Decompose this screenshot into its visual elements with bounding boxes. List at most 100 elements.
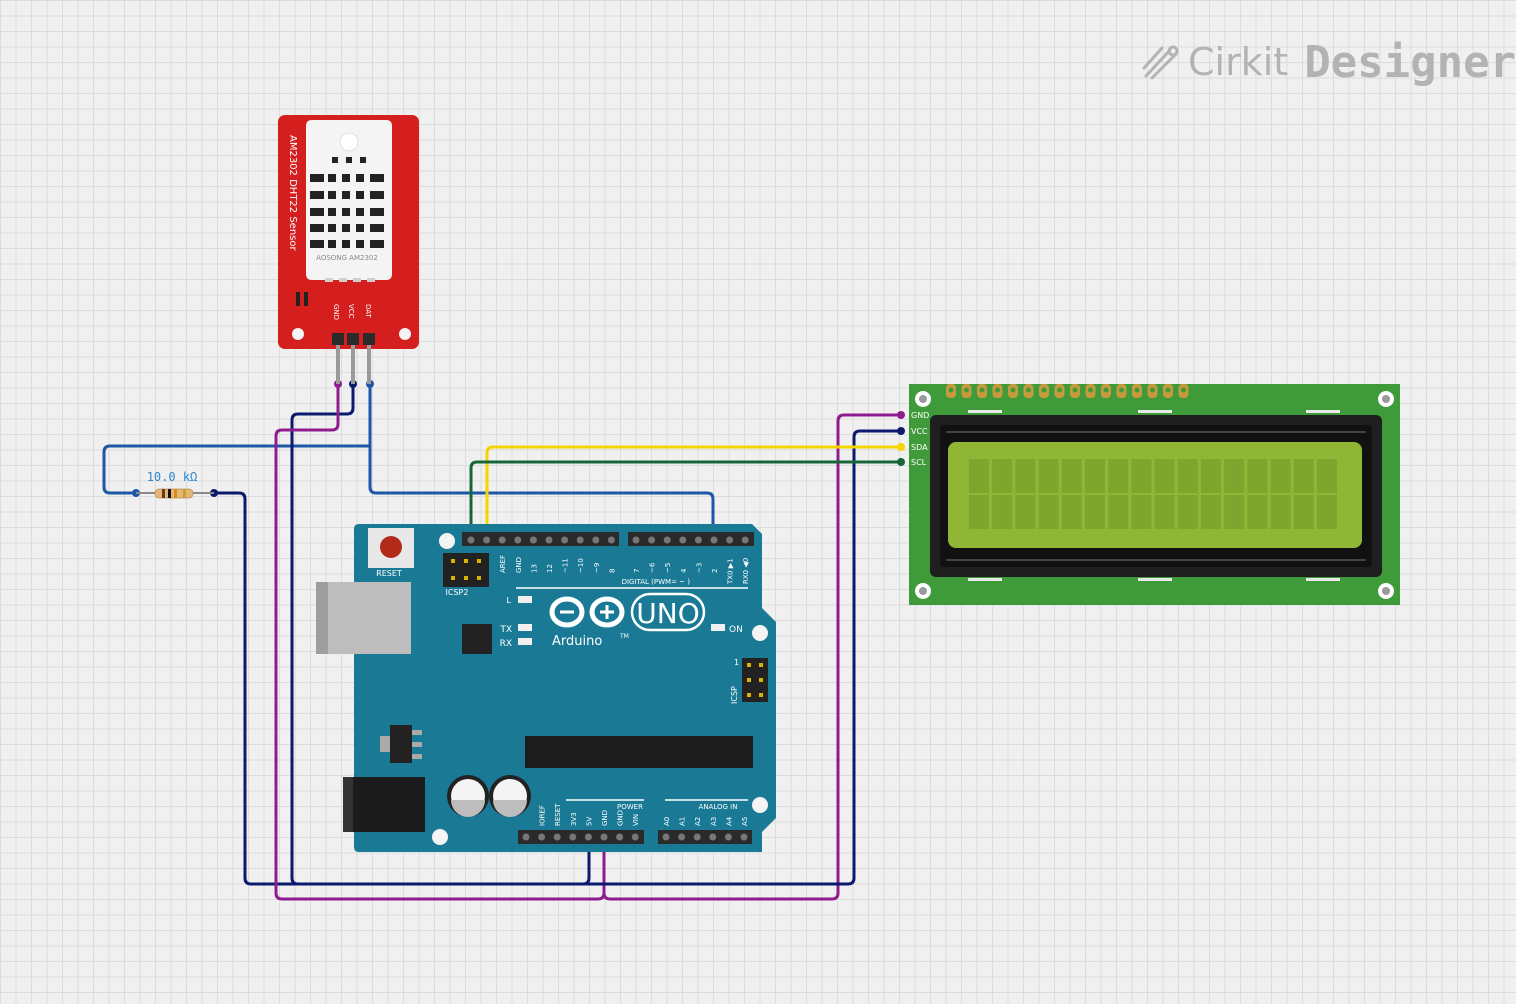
analog-pin-label: A2 <box>694 817 702 826</box>
lcd-cell <box>1108 495 1129 529</box>
power-pin-label: RESET <box>554 803 562 826</box>
wire-resistor-to-5v[interactable] <box>214 491 591 886</box>
digital-pin-label: AREF <box>499 555 507 573</box>
lcd-display[interactable]: GND VCC SDA SCL <box>909 384 1400 605</box>
lcd-cell <box>1270 495 1291 529</box>
header-pin[interactable] <box>616 833 624 841</box>
header-pin[interactable] <box>514 536 522 544</box>
lcd-cell <box>1224 459 1245 493</box>
dht22-sensor[interactable]: AOSONG AM2302 AM2302 DHT22 Sensor GND VC… <box>278 115 419 384</box>
header-pin[interactable] <box>561 536 569 544</box>
header-pin[interactable] <box>600 833 608 841</box>
wire-lcd-sda[interactable] <box>485 445 901 540</box>
digital-pin-label: RX0 ◀0 <box>742 558 750 584</box>
header-pin[interactable] <box>693 833 701 841</box>
power-jack <box>343 777 425 832</box>
header-pin[interactable] <box>569 833 577 841</box>
digital-pin-label: 12 <box>546 564 554 573</box>
lcd-cell <box>1154 495 1175 529</box>
lcd-cell <box>1131 495 1152 529</box>
header-pin[interactable] <box>724 833 732 841</box>
header-pin[interactable] <box>498 536 506 544</box>
wires <box>102 384 901 901</box>
sensor-pin-vcc-label: VCC <box>347 304 355 319</box>
header-pin[interactable] <box>631 833 639 841</box>
header-pin[interactable] <box>529 536 537 544</box>
lcd-cell <box>1317 495 1337 529</box>
wire-lcd-vcc[interactable] <box>589 429 901 886</box>
power-header <box>518 830 644 844</box>
lcd-cell <box>992 495 1013 529</box>
header-pin[interactable] <box>576 536 584 544</box>
header-pin[interactable] <box>694 536 702 544</box>
header-pin[interactable] <box>726 536 734 544</box>
analog-pin-label: A5 <box>741 817 749 826</box>
lcd-cell <box>1108 459 1129 493</box>
digital-pin-label: TX0 ▶1 <box>727 558 735 585</box>
header-pin[interactable] <box>553 833 561 841</box>
icsp2-header <box>443 553 489 587</box>
header-pin[interactable] <box>467 536 475 544</box>
lcd-cell <box>1247 495 1268 529</box>
lcd-cell <box>1177 459 1198 493</box>
wire-dat-to-pin2[interactable] <box>368 440 715 540</box>
resistor-label: 10.0 kΩ <box>147 470 198 484</box>
sensor-pin-gnd[interactable] <box>336 345 340 384</box>
digital-pin-label: ~3 <box>695 563 703 573</box>
digital-pin-label: ~10 <box>577 558 585 573</box>
digital-pin-label: 4 <box>680 568 688 573</box>
header-pin[interactable] <box>679 536 687 544</box>
header-pin[interactable] <box>607 536 615 544</box>
header-pin[interactable] <box>483 536 491 544</box>
header-pin[interactable] <box>741 536 749 544</box>
led-l-label: L <box>507 596 512 605</box>
resistor[interactable]: 10.0 kΩ <box>136 470 214 499</box>
wire-lcd-scl[interactable] <box>469 460 901 540</box>
trademark-label: TM <box>619 633 629 640</box>
header-pin[interactable] <box>522 833 530 841</box>
lcd-cell <box>1061 495 1082 529</box>
lcd-cell <box>1317 459 1337 493</box>
lcd-character-cells <box>969 459 1337 529</box>
header-pin[interactable] <box>632 536 640 544</box>
analog-header <box>658 830 752 844</box>
lcd-cell <box>1154 459 1175 493</box>
header-pin[interactable] <box>584 833 592 841</box>
wire-lcd-gnd[interactable] <box>602 413 901 901</box>
sensor-pin-vcc[interactable] <box>351 345 355 384</box>
lcd-cell <box>1085 495 1105 529</box>
header-pin[interactable] <box>592 536 600 544</box>
lcd-cell <box>969 495 989 529</box>
power-label: POWER <box>617 803 643 811</box>
icsp-pin1-label: 1 <box>734 658 739 667</box>
header-pin[interactable] <box>648 536 656 544</box>
power-pin-label: 3V3 <box>570 812 578 826</box>
capacitors <box>447 775 531 817</box>
header-pin[interactable] <box>538 833 546 841</box>
brand-name-part1: Cirkit <box>1188 40 1289 84</box>
header-pin[interactable] <box>663 536 671 544</box>
header-pin[interactable] <box>709 833 717 841</box>
wire-vcc-to-5v[interactable] <box>290 384 589 886</box>
wire-gnd-sensor-to-gnd[interactable] <box>274 384 606 901</box>
reset-label: RESET <box>376 569 402 578</box>
header-pin[interactable] <box>740 833 748 841</box>
lcd-pin-gnd-label: GND <box>911 411 929 420</box>
analog-pin-label: A4 <box>725 816 733 826</box>
sensor-pin-dat[interactable] <box>367 345 371 384</box>
cirkit-designer-logo: Cirkit Designer <box>1140 34 1516 90</box>
analog-pin-label: A3 <box>710 817 718 826</box>
header-pin[interactable] <box>710 536 718 544</box>
lcd-cell <box>1131 459 1152 493</box>
icsp-label: ICSP <box>730 686 739 704</box>
header-pin[interactable] <box>545 536 553 544</box>
usb-port <box>316 582 411 654</box>
header-pin[interactable] <box>662 833 670 841</box>
icsp-header <box>742 658 768 702</box>
wire-dat-to-resistor[interactable] <box>102 384 372 495</box>
header-pin[interactable] <box>678 833 686 841</box>
digital-pin-label: ~11 <box>562 558 570 573</box>
lcd-cell <box>1293 495 1314 529</box>
